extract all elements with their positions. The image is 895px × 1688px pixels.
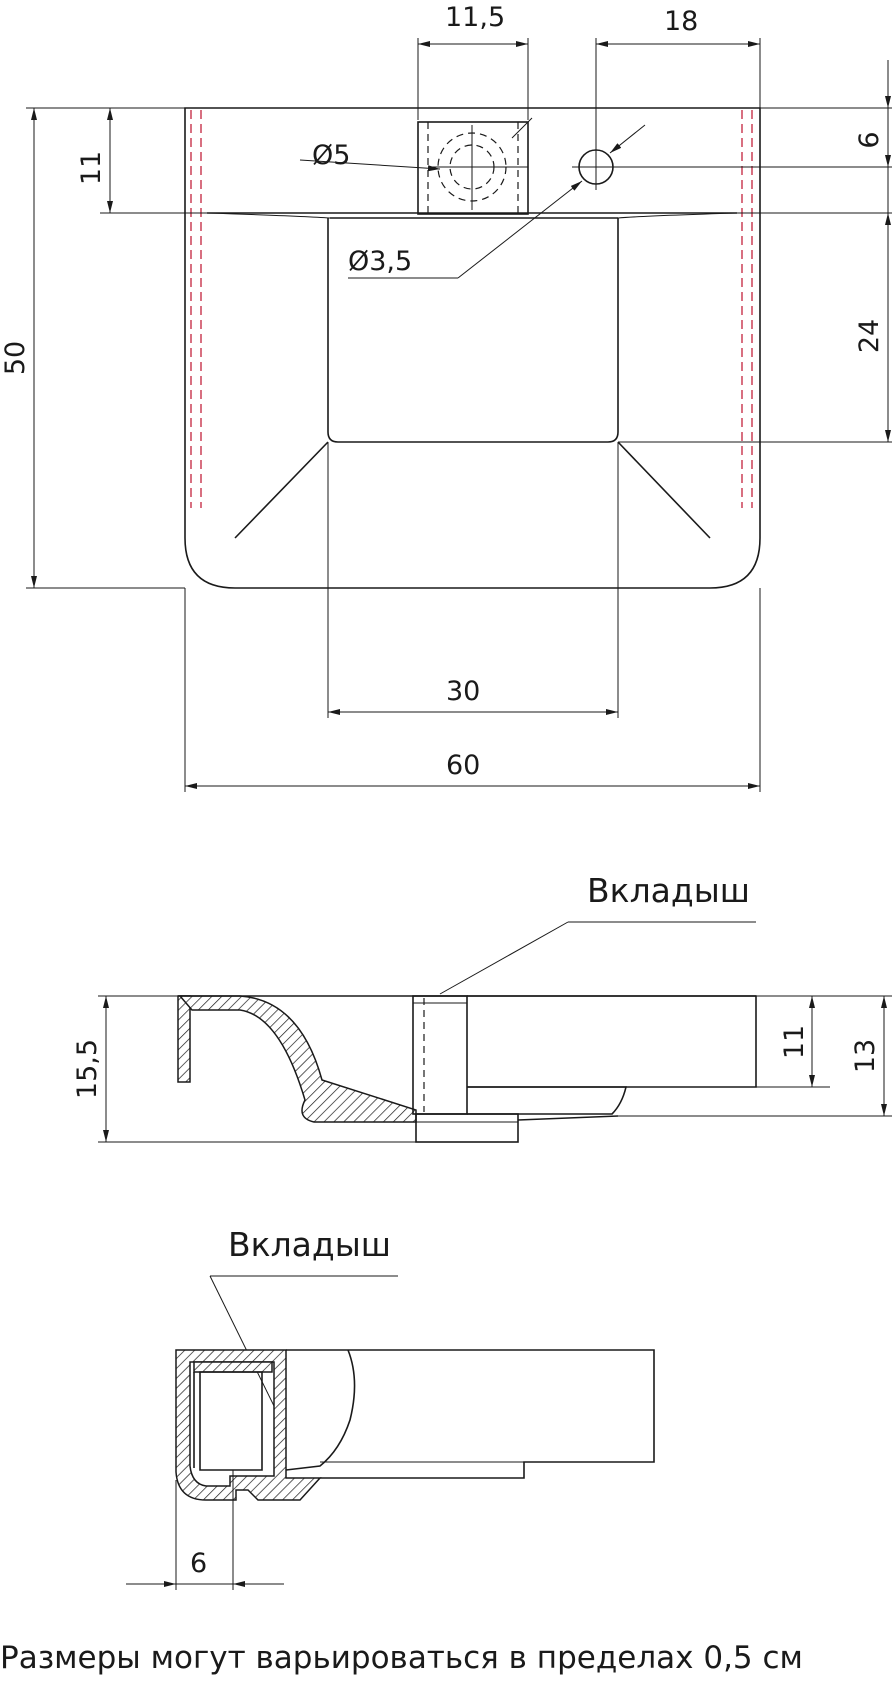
insert-leader-side <box>439 921 569 995</box>
leader-d5 <box>299 159 441 172</box>
side-bowl-hatch <box>178 995 417 1123</box>
dim-6: 6 <box>854 131 885 148</box>
side-shelf-lip <box>467 1086 628 1115</box>
side-insert-block <box>412 995 468 1115</box>
side-bottom-line <box>517 1115 619 1121</box>
side-bottom-plug <box>415 1113 519 1143</box>
side-wall-hatch <box>177 995 191 1083</box>
label-d5: Ø5 <box>312 140 350 171</box>
leader-d3-5 <box>457 180 583 279</box>
label-d3-5: Ø3,5 <box>348 246 412 277</box>
end-shelf-curve <box>285 1349 356 1471</box>
dim-15-5: 15,5 <box>72 1039 103 1099</box>
dim-24: 24 <box>854 319 885 353</box>
insert-leader-end <box>209 1275 277 1411</box>
dim-11: 11 <box>76 151 107 185</box>
shelf-edge <box>207 212 737 219</box>
mount-block-hidden <box>427 122 519 214</box>
side-shelf-body <box>467 995 757 1088</box>
dim-6-end: 6 <box>190 1548 207 1579</box>
block-corner-mark <box>511 117 533 139</box>
end-insert-hatch <box>193 1361 273 1373</box>
end-section: Вкладыш 6 <box>126 1225 655 1590</box>
insert-label-side: Вкладыш <box>587 871 750 910</box>
dim-30: 30 <box>446 676 480 707</box>
footer-note: Размеры могут варьироваться в пределах 0… <box>0 1640 803 1676</box>
side-section: Вкладыш 15,5 11 13 <box>72 871 892 1143</box>
end-insert-inner <box>199 1371 263 1471</box>
dim-13: 13 <box>850 1039 881 1073</box>
insert-label-end: Вкладыш <box>228 1225 391 1264</box>
drain-line-left <box>234 441 329 539</box>
inner-recess <box>327 218 619 443</box>
dim-11-side: 11 <box>779 1025 810 1059</box>
end-shelf-outline <box>286 1349 655 1479</box>
dim-60: 60 <box>446 750 480 781</box>
shelf-edge-lower <box>206 212 738 219</box>
dim-11-5: 11,5 <box>445 2 505 33</box>
leader-d3-5-top <box>609 124 646 154</box>
dim-18: 18 <box>664 6 698 37</box>
drain-line-right <box>617 441 711 539</box>
top-view: Ø5 Ø3,5 11,5 18 50 11 6 <box>0 2 892 792</box>
mount-block <box>417 121 529 215</box>
outer-contour <box>184 107 761 589</box>
end-profile-hatch <box>175 1349 322 1501</box>
dim-50: 50 <box>0 341 31 375</box>
